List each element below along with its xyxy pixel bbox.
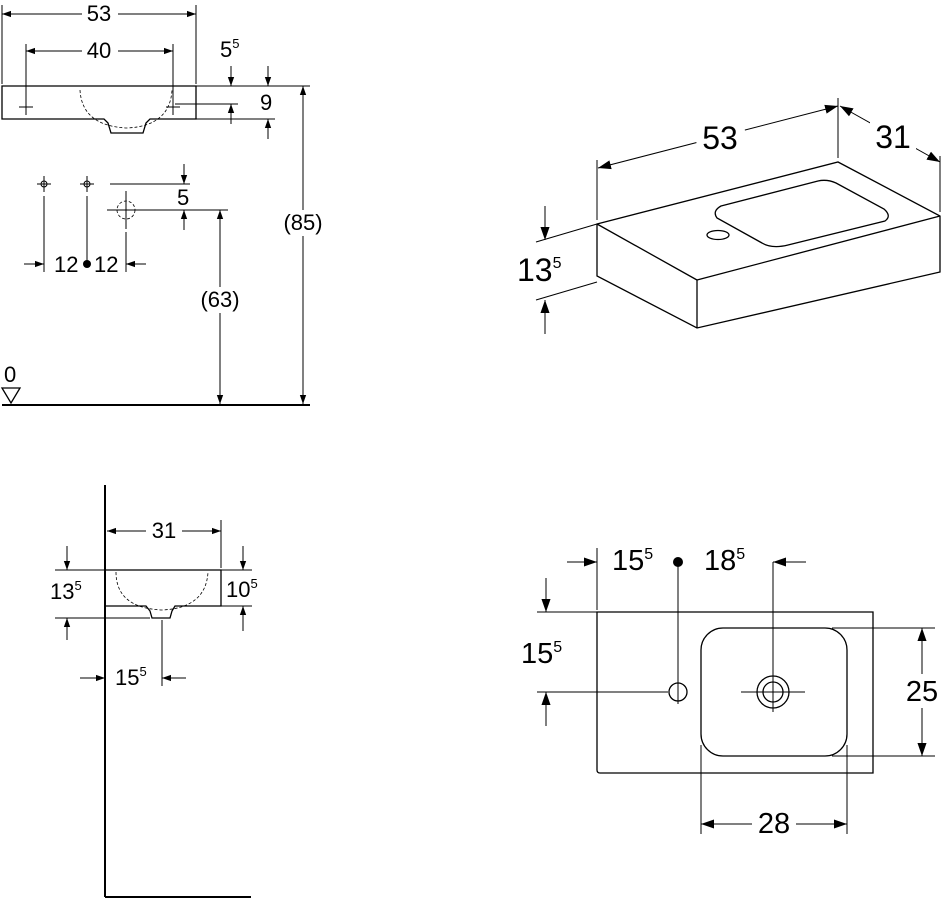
tap-hole (668, 562, 688, 704)
tap-spacing-right-label: 12 (94, 252, 118, 277)
tap-spacing-left-label: 12 (54, 252, 78, 277)
front-tap-marker (166, 100, 180, 115)
tap-offset-label: 5 (177, 185, 189, 210)
iso-width-label: 53 (702, 120, 738, 156)
front-view: 53 40 55 9 (0, 1, 328, 406)
top-drain-offset-label: 185 (704, 545, 745, 577)
side-drain-offset-label: 155 (115, 664, 147, 690)
side-bowl-height-label: 105 (226, 576, 258, 602)
floor-level-label: 0 (4, 362, 16, 387)
side-view: 31 135 105 155 (50, 485, 258, 898)
isometric-view: 53 31 135 (517, 98, 941, 334)
front-tap-marker (19, 100, 33, 115)
front-top-drop-label: 55 (220, 36, 239, 62)
top-view: 155 185 155 25 28 (521, 545, 943, 840)
top-tap-back-label: 155 (521, 638, 562, 670)
drain (741, 562, 805, 712)
front-bowl-width-label: 40 (87, 38, 111, 63)
mount-height-label: (63) (200, 287, 239, 312)
iso-depth-label: 31 (875, 119, 911, 155)
iso-height-label: 135 (517, 252, 562, 288)
front-width-label: 53 (87, 1, 111, 26)
top-bowl-depth-label: 25 (906, 676, 938, 708)
side-depth-label: 31 (152, 518, 176, 543)
tap-hole-pattern (37, 176, 145, 229)
total-height-label: (85) (283, 210, 322, 235)
top-bowl-width-label: 28 (758, 808, 790, 840)
side-height-label: 135 (50, 578, 82, 604)
front-basin-height-label: 9 (260, 90, 272, 115)
top-tap-left-label: 155 (612, 545, 653, 577)
